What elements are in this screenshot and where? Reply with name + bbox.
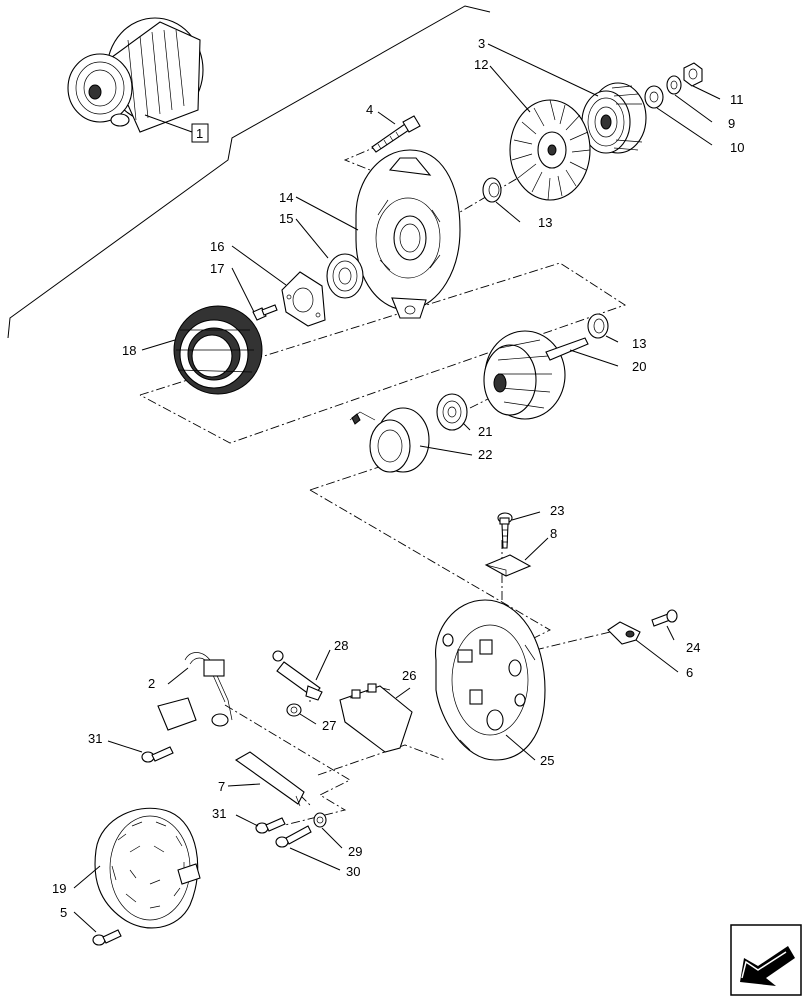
part-23-screw — [497, 512, 513, 549]
callout-23: 23 — [550, 503, 564, 518]
part-6-terminal — [607, 621, 641, 645]
part-7-bar — [234, 751, 305, 807]
part-10-washer — [644, 85, 664, 109]
part-4-bolt — [371, 115, 421, 153]
part-11-nut — [683, 62, 703, 87]
callout-18: 18 — [122, 343, 136, 358]
part-3-pulley — [581, 82, 647, 154]
part-8-bracket — [484, 554, 532, 577]
part-26-rectifier-block — [339, 683, 413, 753]
part-14-front-housing — [355, 149, 461, 319]
part-22-slip-ring — [349, 407, 430, 473]
callout-13-lower: 13 — [632, 336, 646, 351]
part-24-screw — [651, 609, 678, 627]
callout-7: 7 — [218, 779, 225, 794]
callout-15: 15 — [279, 211, 293, 226]
part-31-screw-lower — [255, 817, 286, 834]
callout-30: 30 — [346, 864, 360, 879]
callout-11: 11 — [730, 92, 744, 107]
callout-20: 20 — [632, 359, 646, 374]
part-31-screw-upper — [141, 746, 174, 763]
part-5-screw — [92, 929, 122, 946]
callout-31-upper: 31 — [88, 731, 102, 746]
part-20-rotor — [483, 330, 589, 420]
part-18-stator — [173, 305, 263, 395]
callout-2: 2 — [148, 676, 155, 691]
part-30-bolt — [275, 825, 312, 848]
callout-5: 5 — [60, 905, 67, 920]
callout-31-lower: 31 — [212, 806, 226, 821]
callout-13-upper: 13 — [538, 215, 552, 230]
leader-lines — [73, 43, 721, 933]
callout-14: 14 — [279, 190, 293, 205]
part-25-rear-housing — [435, 599, 546, 761]
callout-24: 24 — [686, 640, 700, 655]
part-28-component — [272, 650, 323, 701]
callout-19: 19 — [52, 881, 66, 896]
callout-26: 26 — [402, 668, 416, 683]
part-21-bearing — [436, 393, 468, 431]
callout-22: 22 — [478, 447, 492, 462]
part-2-regulator — [157, 652, 233, 731]
callout-25: 25 — [540, 753, 554, 768]
callout-labels: 3 12 4 11 9 10 13 14 15 16 17 18 13 20 2… — [52, 36, 744, 920]
callout-9: 9 — [728, 116, 735, 131]
callout-3: 3 — [478, 36, 485, 51]
part-17-screw — [252, 304, 278, 321]
part-16-retainer-plate — [281, 271, 326, 327]
part-29-spacer — [313, 812, 327, 828]
section-divider-line — [7, 5, 491, 339]
assembled-alternator — [67, 17, 204, 133]
callout-8: 8 — [550, 526, 557, 541]
callout-16: 16 — [210, 239, 224, 254]
part-13-lower-ring — [587, 313, 609, 339]
callout-6: 6 — [686, 665, 693, 680]
callout-12: 12 — [474, 57, 488, 72]
callout-17: 17 — [210, 261, 224, 276]
reference-box-number: 1 — [196, 126, 203, 141]
reference-box: 1 — [191, 123, 209, 143]
part-13-upper-ring — [482, 177, 502, 203]
callout-4: 4 — [366, 102, 373, 117]
part-15-bearing — [326, 253, 364, 299]
callout-27: 27 — [322, 718, 336, 733]
callout-28: 28 — [334, 638, 348, 653]
callout-29: 29 — [348, 844, 362, 859]
next-page-arrow-icon[interactable] — [730, 924, 802, 996]
part-27-nut — [286, 703, 302, 717]
part-9-spring-washer — [666, 75, 682, 95]
callout-10: 10 — [730, 140, 744, 155]
part-12-fan — [509, 99, 591, 201]
part-19-rear-cover — [94, 807, 201, 929]
callout-21: 21 — [478, 424, 492, 439]
